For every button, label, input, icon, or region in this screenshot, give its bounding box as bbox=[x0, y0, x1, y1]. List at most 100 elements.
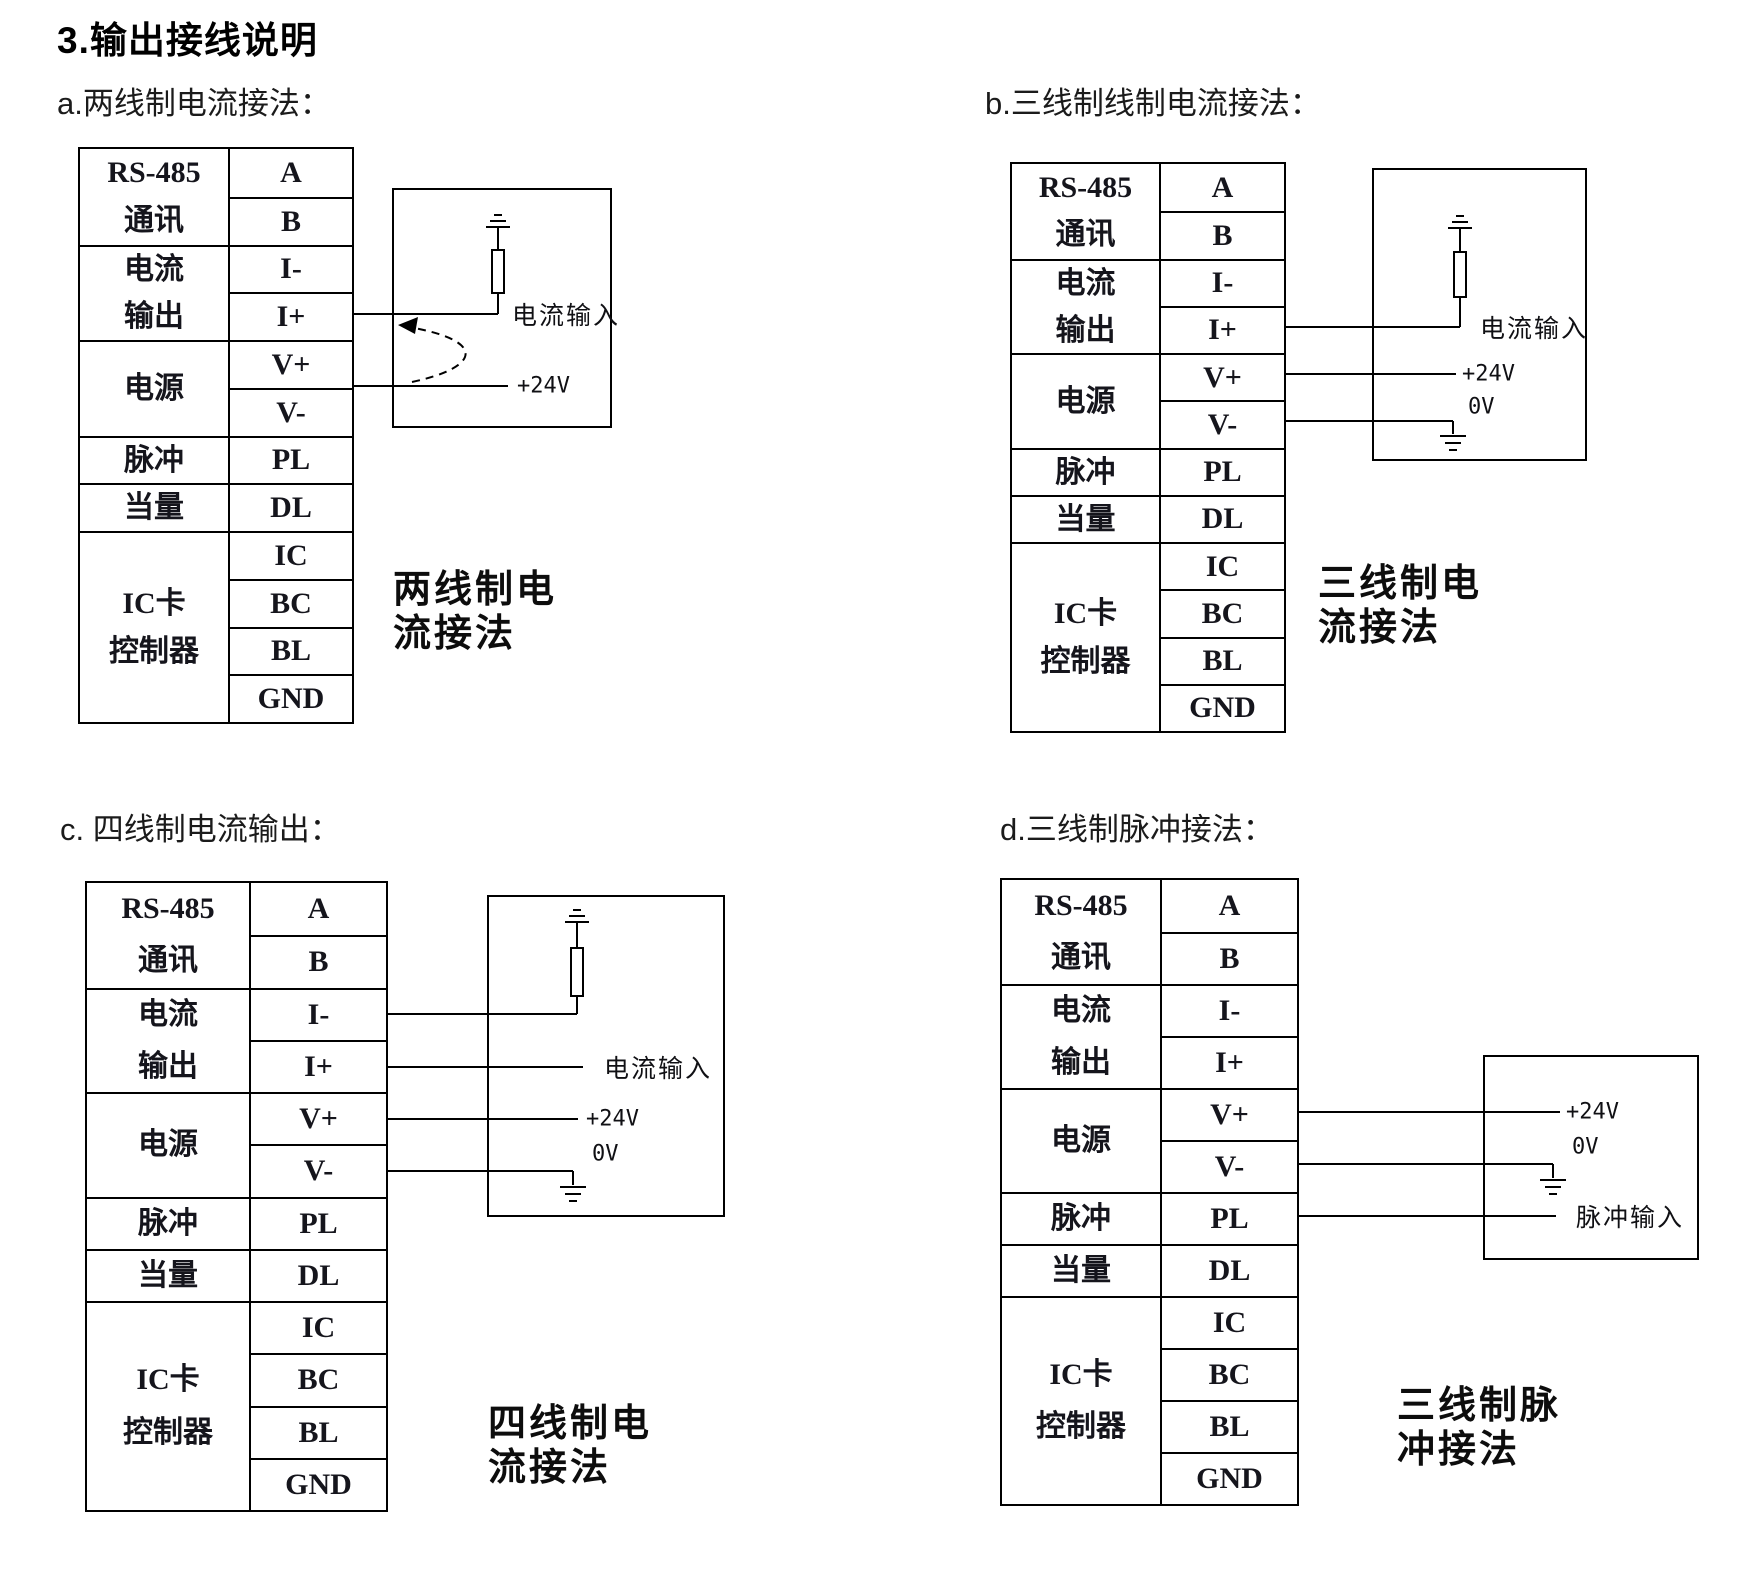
terminal-cell: GND bbox=[1159, 683, 1284, 731]
terminal-cell: BL bbox=[249, 1405, 386, 1458]
terminal-cell: PL bbox=[1160, 1192, 1297, 1244]
group-cell-label: 输出 bbox=[1055, 313, 1116, 347]
terminal-label: PL bbox=[299, 1206, 338, 1240]
group-cell: 电源 bbox=[1002, 1088, 1160, 1192]
group-cell-label: RS-485 bbox=[121, 892, 215, 925]
terminal-cell: I+ bbox=[1159, 305, 1284, 353]
group-cell: 电源 bbox=[1012, 353, 1159, 448]
diagram-subtitle-d: d.三线制脉冲接法： bbox=[1000, 812, 1274, 847]
group-cell: 当量 bbox=[87, 1248, 249, 1301]
group-cell-label: 电流 bbox=[1055, 266, 1116, 300]
group-cell-label: RS-485 bbox=[1034, 889, 1128, 922]
group-cell-label: 电流 bbox=[138, 997, 198, 1031]
group-cell: IC卡控制器 bbox=[87, 1301, 249, 1510]
terminal-cell: A bbox=[249, 883, 386, 936]
group-cell-label: IC卡 bbox=[136, 1363, 200, 1397]
terminal-label: PL bbox=[271, 443, 311, 477]
diagram-subtitle-a: a.两线制电流接法： bbox=[57, 86, 331, 121]
group-cell-label: 电源 bbox=[1051, 1124, 1111, 1157]
terminal-label: V+ bbox=[299, 1102, 338, 1136]
group-cell: 脉冲 bbox=[1012, 447, 1159, 495]
terminal-label: A bbox=[307, 892, 330, 926]
v24-label: +24V bbox=[517, 373, 570, 399]
terminal-cell: BC bbox=[249, 1353, 386, 1406]
terminal-label: V+ bbox=[1203, 360, 1242, 394]
terminal-cell: GND bbox=[228, 674, 352, 722]
terminal-cell: I+ bbox=[249, 1039, 386, 1092]
v0-label: 0V bbox=[1572, 1134, 1599, 1160]
terminal-cell: I+ bbox=[228, 292, 352, 340]
terminal-cell: I- bbox=[249, 987, 386, 1040]
v0-label: 0V bbox=[1468, 394, 1495, 420]
diagram-subtitle-b: b.三线制线制电流接法： bbox=[985, 86, 1321, 121]
terminal-label: BC bbox=[270, 586, 312, 620]
terminal-label: BL bbox=[1202, 644, 1243, 678]
v24-label: +24V bbox=[586, 1106, 639, 1132]
terminal-cell: DL bbox=[1160, 1244, 1297, 1296]
terminal-label: BC bbox=[1201, 596, 1244, 630]
terminal-cell: V- bbox=[1160, 1140, 1297, 1192]
caption-line: 流接法 bbox=[488, 1447, 612, 1489]
group-cell: 电流输出 bbox=[1012, 258, 1159, 354]
terminal-label: V- bbox=[276, 395, 306, 429]
terminal-cell: A bbox=[1159, 164, 1284, 212]
v24-label: +24V bbox=[1566, 1099, 1619, 1125]
terminal-label: I- bbox=[1218, 994, 1241, 1027]
terminal-label: IC bbox=[1205, 549, 1240, 583]
terminal-label: BL bbox=[1209, 1410, 1250, 1443]
group-cell-label: RS-485 bbox=[107, 156, 201, 189]
terminal-label: I+ bbox=[1215, 1046, 1244, 1079]
terminal-cell: PL bbox=[228, 435, 352, 484]
terminal-label: A bbox=[1218, 889, 1241, 922]
terminal-cell: BL bbox=[228, 626, 352, 675]
diagram-caption-c: 四线制电流接法 bbox=[488, 1402, 652, 1490]
group-cell-label: 当量 bbox=[1055, 502, 1116, 536]
terminal-label: B bbox=[308, 945, 329, 979]
terminal-label: I+ bbox=[276, 300, 306, 334]
terminal-label: B bbox=[1219, 942, 1240, 975]
terminal-cell: V+ bbox=[228, 340, 352, 388]
group-cell-label: 输出 bbox=[138, 1049, 198, 1083]
diagram-caption-b: 三线制电流接法 bbox=[1318, 562, 1482, 650]
group-cell: 电源 bbox=[80, 340, 228, 436]
terminal-label: GND bbox=[1189, 691, 1256, 725]
terminal-cell: A bbox=[228, 149, 352, 197]
group-cell-label: 当量 bbox=[1051, 1254, 1111, 1287]
terminal-label: PL bbox=[1210, 1202, 1249, 1235]
v0-label: 0V bbox=[592, 1141, 619, 1167]
group-cell-label: 控制器 bbox=[1036, 1410, 1126, 1443]
terminal-label: I+ bbox=[304, 1049, 333, 1083]
group-cell: 脉冲 bbox=[1002, 1192, 1160, 1244]
diagram-caption-d: 三线制脉冲接法 bbox=[1397, 1384, 1561, 1472]
diagram-subtitle-c: c. 四线制电流输出： bbox=[60, 812, 341, 847]
terminal-cell: B bbox=[1160, 932, 1297, 984]
terminal-label: GND bbox=[1196, 1462, 1263, 1495]
current-input-label: 电流输入 bbox=[512, 303, 621, 330]
group-cell: 当量 bbox=[1002, 1244, 1160, 1296]
group-cell: IC卡控制器 bbox=[1002, 1296, 1160, 1504]
terminal-cell: B bbox=[249, 935, 386, 988]
terminal-cell: BC bbox=[1159, 589, 1284, 637]
group-cell-label: 当量 bbox=[138, 1258, 198, 1292]
group-cell: 电流输出 bbox=[1002, 984, 1160, 1088]
group-cell-label: RS-485 bbox=[1038, 171, 1133, 204]
terminal-label: B bbox=[280, 204, 301, 238]
group-cell-label: 通讯 bbox=[138, 944, 198, 978]
group-cell-label: IC卡 bbox=[1049, 1358, 1113, 1391]
terminal-cell: I- bbox=[228, 244, 352, 293]
group-cell: 电流输出 bbox=[80, 244, 228, 341]
terminal-label: A bbox=[1211, 170, 1234, 204]
terminal-label: V+ bbox=[271, 347, 311, 381]
terminal-label: I+ bbox=[1208, 313, 1237, 347]
terminal-cell: IC bbox=[249, 1301, 386, 1354]
group-cell-label: 控制器 bbox=[1040, 644, 1131, 678]
terminal-label: DL bbox=[270, 491, 312, 525]
terminal-cell: BC bbox=[1160, 1348, 1297, 1400]
group-cell: 脉冲 bbox=[80, 435, 228, 484]
current-input-label: 电流输入 bbox=[1480, 316, 1589, 343]
group-cell-label: 电源 bbox=[124, 371, 184, 405]
resistor-icon bbox=[1453, 251, 1467, 298]
